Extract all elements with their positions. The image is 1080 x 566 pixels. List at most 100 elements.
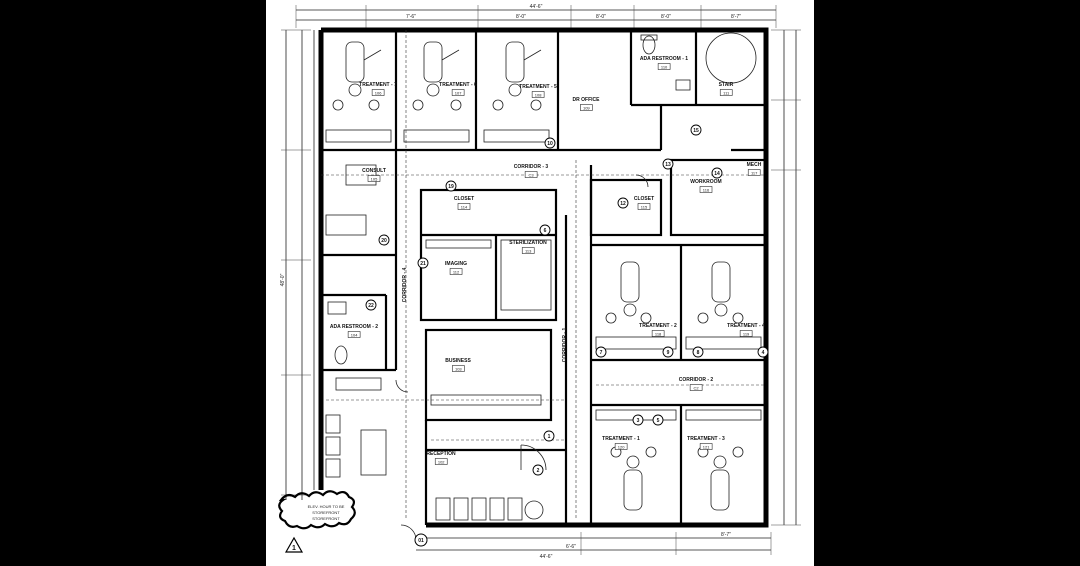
key-tag-number: 15 bbox=[693, 128, 699, 134]
room-label-corridor1: CORRIDOR - 1 bbox=[562, 328, 568, 363]
exterior-walls bbox=[313, 27, 769, 528]
room-number: 106 bbox=[375, 91, 382, 96]
room-number: 119 bbox=[743, 332, 750, 337]
room-number: 120 bbox=[618, 445, 625, 450]
note-cloud: ELEV. HOUR TO BE STOREFRONT STOREFRONT bbox=[278, 490, 356, 530]
key-tag-number: 14 bbox=[714, 171, 720, 177]
room-number: 104 bbox=[351, 333, 358, 338]
room-label-workroom: WORKROOM bbox=[690, 179, 721, 185]
key-tag-circle bbox=[652, 414, 664, 426]
right-dimension-string bbox=[771, 29, 801, 526]
key-tag-circle bbox=[417, 257, 429, 269]
room-number: 110 bbox=[661, 65, 668, 70]
room-number: 111 bbox=[723, 91, 730, 96]
top-dimension-string: 44'-6" 7'-6" 8'-0" 8'-0" 8'-0" 8'-7" bbox=[295, 4, 777, 28]
room-number-box bbox=[614, 443, 628, 450]
room-number-box bbox=[739, 330, 753, 337]
revision-number: 1 bbox=[292, 545, 296, 552]
key-tag-number: 13 bbox=[665, 162, 671, 168]
room-number: 121 bbox=[703, 445, 710, 450]
room-number-box bbox=[689, 384, 703, 391]
room-number: C3 bbox=[529, 173, 535, 178]
key-tag-circle bbox=[617, 197, 629, 209]
room-number-box bbox=[452, 365, 465, 372]
room-number-box bbox=[457, 203, 471, 210]
door-swings bbox=[395, 174, 649, 541]
key-tag-circle bbox=[378, 234, 390, 246]
room-label-treatment7: TREATMENT - 7 bbox=[359, 82, 397, 88]
entry-tag: 01 bbox=[414, 533, 428, 547]
bottom-dimension-string: 6'-6" 8'-7" 44'-6" bbox=[416, 532, 772, 560]
room-label-restroom1: ADA RESTROOM - 1 bbox=[640, 56, 688, 62]
room-label-treatment1: TREATMENT - 1 bbox=[602, 436, 640, 442]
key-tag-number: 7 bbox=[600, 350, 603, 356]
dim-top-4: 8'-0" bbox=[661, 14, 671, 20]
key-tag-number: 21 bbox=[420, 261, 426, 267]
room-number-box bbox=[719, 89, 733, 96]
dim-top-5: 8'-7" bbox=[731, 14, 741, 20]
room-number-box bbox=[451, 89, 465, 96]
room-number: C2 bbox=[694, 386, 700, 391]
key-tag-circle bbox=[632, 414, 644, 426]
key-tag-circle bbox=[543, 430, 555, 442]
key-tag-circle bbox=[595, 346, 607, 358]
room-labels: TREATMENT - 7 TREATMENT - 6 TREATMENT - … bbox=[330, 56, 765, 457]
key-tag-number: 1 bbox=[548, 434, 551, 440]
dim-left-overall: 48'-0" bbox=[280, 273, 286, 286]
key-tag-number: 5 bbox=[657, 418, 660, 424]
room-number-box bbox=[699, 443, 713, 450]
room-label-corridor2: CORRIDOR - 2 bbox=[679, 377, 714, 383]
room-number: 114 bbox=[461, 205, 468, 210]
key-tag-number: 9 bbox=[667, 350, 670, 356]
room-number-box bbox=[651, 330, 665, 337]
room-label-closet2: CLOSET bbox=[634, 196, 654, 202]
room-number-box bbox=[747, 169, 761, 176]
room-number-box bbox=[434, 458, 448, 465]
floor-plan: 44'-6" 7'-6" 8'-0" 8'-0" 8'-0" 8'-7" 48'… bbox=[278, 4, 801, 560]
key-tag-number: 20 bbox=[381, 238, 387, 244]
key-tag-circle bbox=[711, 167, 723, 179]
key-tag-number: 4 bbox=[762, 350, 765, 356]
reception-seating bbox=[325, 377, 544, 521]
key-tag-number: 8 bbox=[697, 350, 700, 356]
room-number: 118 bbox=[655, 332, 662, 337]
key-tag-circle bbox=[532, 464, 544, 476]
key-tag-number: 12 bbox=[620, 201, 626, 207]
room-label-treatment2: TREATMENT - 2 bbox=[639, 323, 677, 329]
dim-top-1: 7'-6" bbox=[406, 14, 416, 20]
restroom-fixtures bbox=[327, 32, 757, 365]
room-label-treatment5: TREATMENT - 5 bbox=[519, 84, 557, 90]
key-tag-circle bbox=[662, 346, 674, 358]
key-tag-number: 19 bbox=[448, 184, 454, 190]
room-number: 102 bbox=[438, 460, 445, 465]
interior-walls bbox=[321, 30, 768, 525]
room-label-treatment3: TREATMENT - 3 bbox=[687, 436, 725, 442]
room-number-box bbox=[637, 203, 651, 210]
room-label-mech: MECH bbox=[747, 162, 762, 168]
stools bbox=[332, 99, 744, 458]
room-label-droffice: DR OFFICE bbox=[573, 97, 601, 103]
room-number: 107 bbox=[455, 91, 462, 96]
key-tag-circle bbox=[544, 137, 556, 149]
room-label-corridor4: CORRIDOR - 4 bbox=[402, 268, 408, 303]
room-label-imaging: IMAGING bbox=[445, 261, 467, 267]
key-tag-number: 2 bbox=[537, 468, 540, 474]
key-tag-circle bbox=[662, 158, 674, 170]
dim-bottom-2: 8'-7" bbox=[721, 532, 731, 538]
room-number: 109 bbox=[583, 106, 590, 111]
room-number: 117 bbox=[751, 171, 758, 176]
key-tag-circle bbox=[757, 346, 769, 358]
room-number-box bbox=[367, 175, 381, 182]
dim-bottom-1: 6'-6" bbox=[566, 544, 576, 550]
left-dimension-string: 48'-0" bbox=[280, 29, 311, 500]
room-number-box bbox=[347, 331, 361, 338]
room-number-box bbox=[449, 268, 463, 275]
room-number: 108 bbox=[535, 93, 542, 98]
dim-top-overall: 44'-6" bbox=[530, 4, 543, 10]
key-tag-circle bbox=[365, 299, 377, 311]
room-number-box bbox=[371, 89, 385, 96]
key-tag-number: 10 bbox=[547, 141, 553, 147]
room-number-box bbox=[524, 171, 538, 178]
dim-top-2: 8'-0" bbox=[516, 14, 526, 20]
